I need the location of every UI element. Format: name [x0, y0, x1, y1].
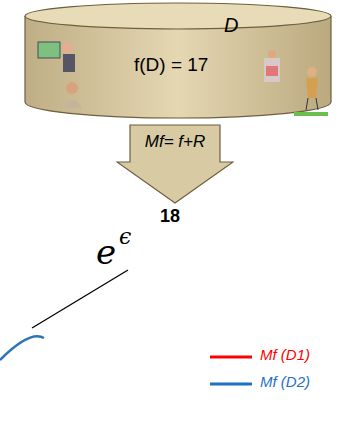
leader-line	[32, 270, 128, 328]
database-name: D	[224, 14, 238, 37]
ratio-base: e	[96, 232, 116, 272]
blue-curve	[0, 336, 44, 360]
legend-line-blue	[210, 383, 252, 386]
legend-text: Mf (D1)	[260, 346, 310, 363]
query-result: f(D) = 17	[134, 54, 208, 76]
database-cylinder: Df(D) = 17	[24, 2, 332, 120]
legend-line-red	[210, 356, 252, 359]
mechanism-formula: Mf= f+R	[142, 130, 208, 154]
ratio-exponent: ϵ	[119, 224, 131, 249]
mechanism-arrow: Mf= f+R	[116, 124, 234, 204]
legend-text: Mf (D2)	[260, 373, 310, 390]
noisy-output: 18	[160, 206, 180, 227]
